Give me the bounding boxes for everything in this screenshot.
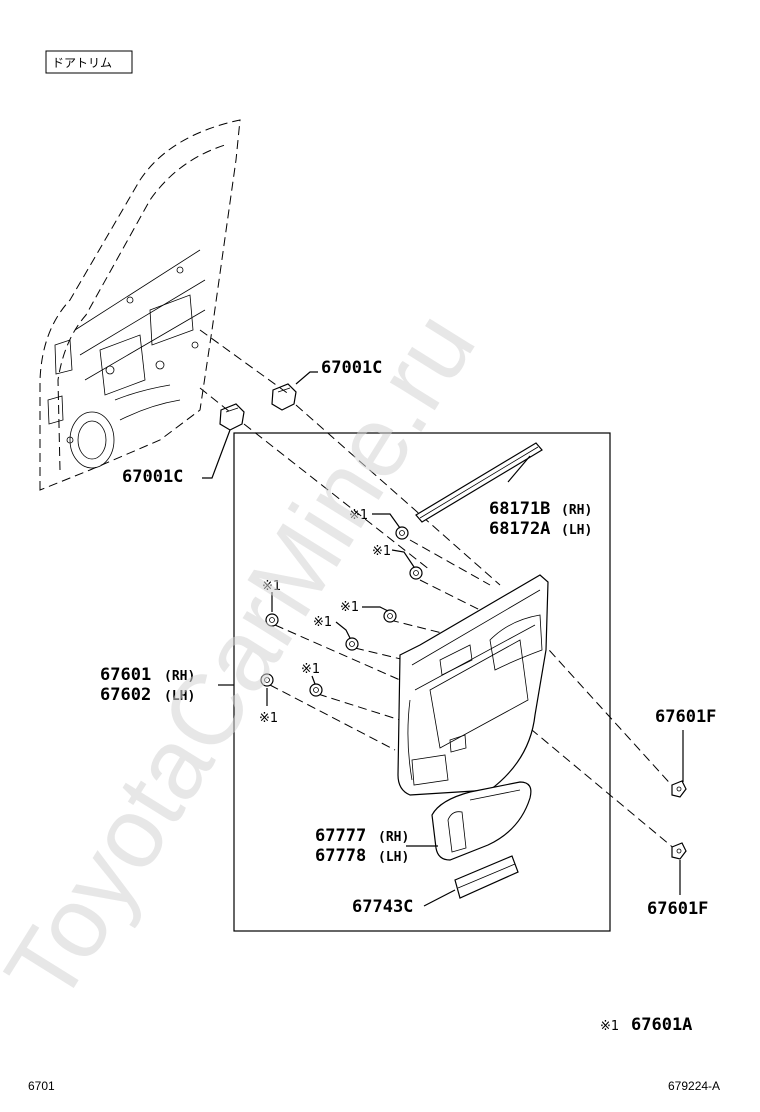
tag-weatherstrip-rh: (RH) — [561, 503, 592, 518]
section-label: ドアトリム — [45, 50, 133, 74]
tag-trim-board-rh: (RH) — [164, 669, 195, 684]
clip-1 — [395, 526, 409, 540]
clip-6 — [260, 673, 274, 687]
screw-upper — [671, 780, 687, 798]
tag-trim-board-lh: (LH) — [164, 689, 195, 704]
label-weatherstrip-lh: 68172A — [489, 519, 550, 539]
door-trim-board — [397, 574, 549, 796]
label-screw-lower: 67601F — [647, 899, 708, 919]
label-trim-board-rh: 67601 — [100, 665, 151, 685]
label-trim-board-lh: 67602 — [100, 685, 151, 705]
door-clip-upper — [271, 383, 297, 411]
trim-group-frame — [233, 432, 611, 932]
clip-2 — [409, 566, 423, 580]
tag-handle-bezel-lh: (LH) — [378, 850, 409, 865]
door-clip-lower — [219, 403, 245, 431]
diagram-code: 679224-A — [668, 1079, 720, 1093]
leader-clip-upper — [295, 371, 318, 385]
label-handle-bezel-rh: 67777 — [315, 826, 366, 846]
door-inner-panel — [39, 119, 241, 491]
clip-3 — [265, 613, 279, 627]
label-handle-bezel-lh: 67778 — [315, 846, 366, 866]
ref-mark-clip-7: ※1 — [259, 711, 278, 726]
screw-lower — [671, 842, 687, 860]
leader-weatherstrip — [507, 455, 531, 483]
label-door-clip-upper: 67001C — [321, 358, 382, 378]
label-weatherstrip-rh: 68171B — [489, 499, 550, 519]
ref-mark-clip-5: ※1 — [313, 615, 332, 630]
ref-mark-clip-1: ※1 — [349, 508, 368, 523]
clip-7 — [309, 683, 323, 697]
handle-bezel — [431, 781, 532, 861]
tag-weatherstrip-lh: (LH) — [561, 523, 592, 538]
weatherstrip — [415, 442, 543, 523]
clip-leaders — [266, 513, 415, 706]
ref-mark-clip-2: ※1 — [372, 544, 391, 559]
clip-4 — [383, 609, 397, 623]
clip-5 — [345, 637, 359, 651]
section-label-text: ドアトリム — [52, 56, 112, 70]
ref-mark-clip-6: ※1 — [301, 662, 320, 677]
ref-mark-clip-4: ※1 — [340, 600, 359, 615]
label-screw-upper: 67601F — [655, 707, 716, 727]
legend-part: 67601A — [631, 1015, 692, 1035]
alignment-lines — [199, 329, 677, 851]
leader-pocket-cover — [423, 889, 456, 907]
label-pocket-cover: 67743C — [352, 897, 413, 917]
label-door-clip-lower: 67001C — [122, 467, 183, 487]
tag-handle-bezel-rh: (RH) — [378, 830, 409, 845]
pocket-cover — [454, 855, 519, 899]
ref-mark-clip-3: ※1 — [262, 579, 281, 594]
page-number: 6701 — [28, 1079, 55, 1093]
leader-clip-lower — [202, 429, 231, 479]
legend-mark: ※1 — [600, 1019, 619, 1034]
